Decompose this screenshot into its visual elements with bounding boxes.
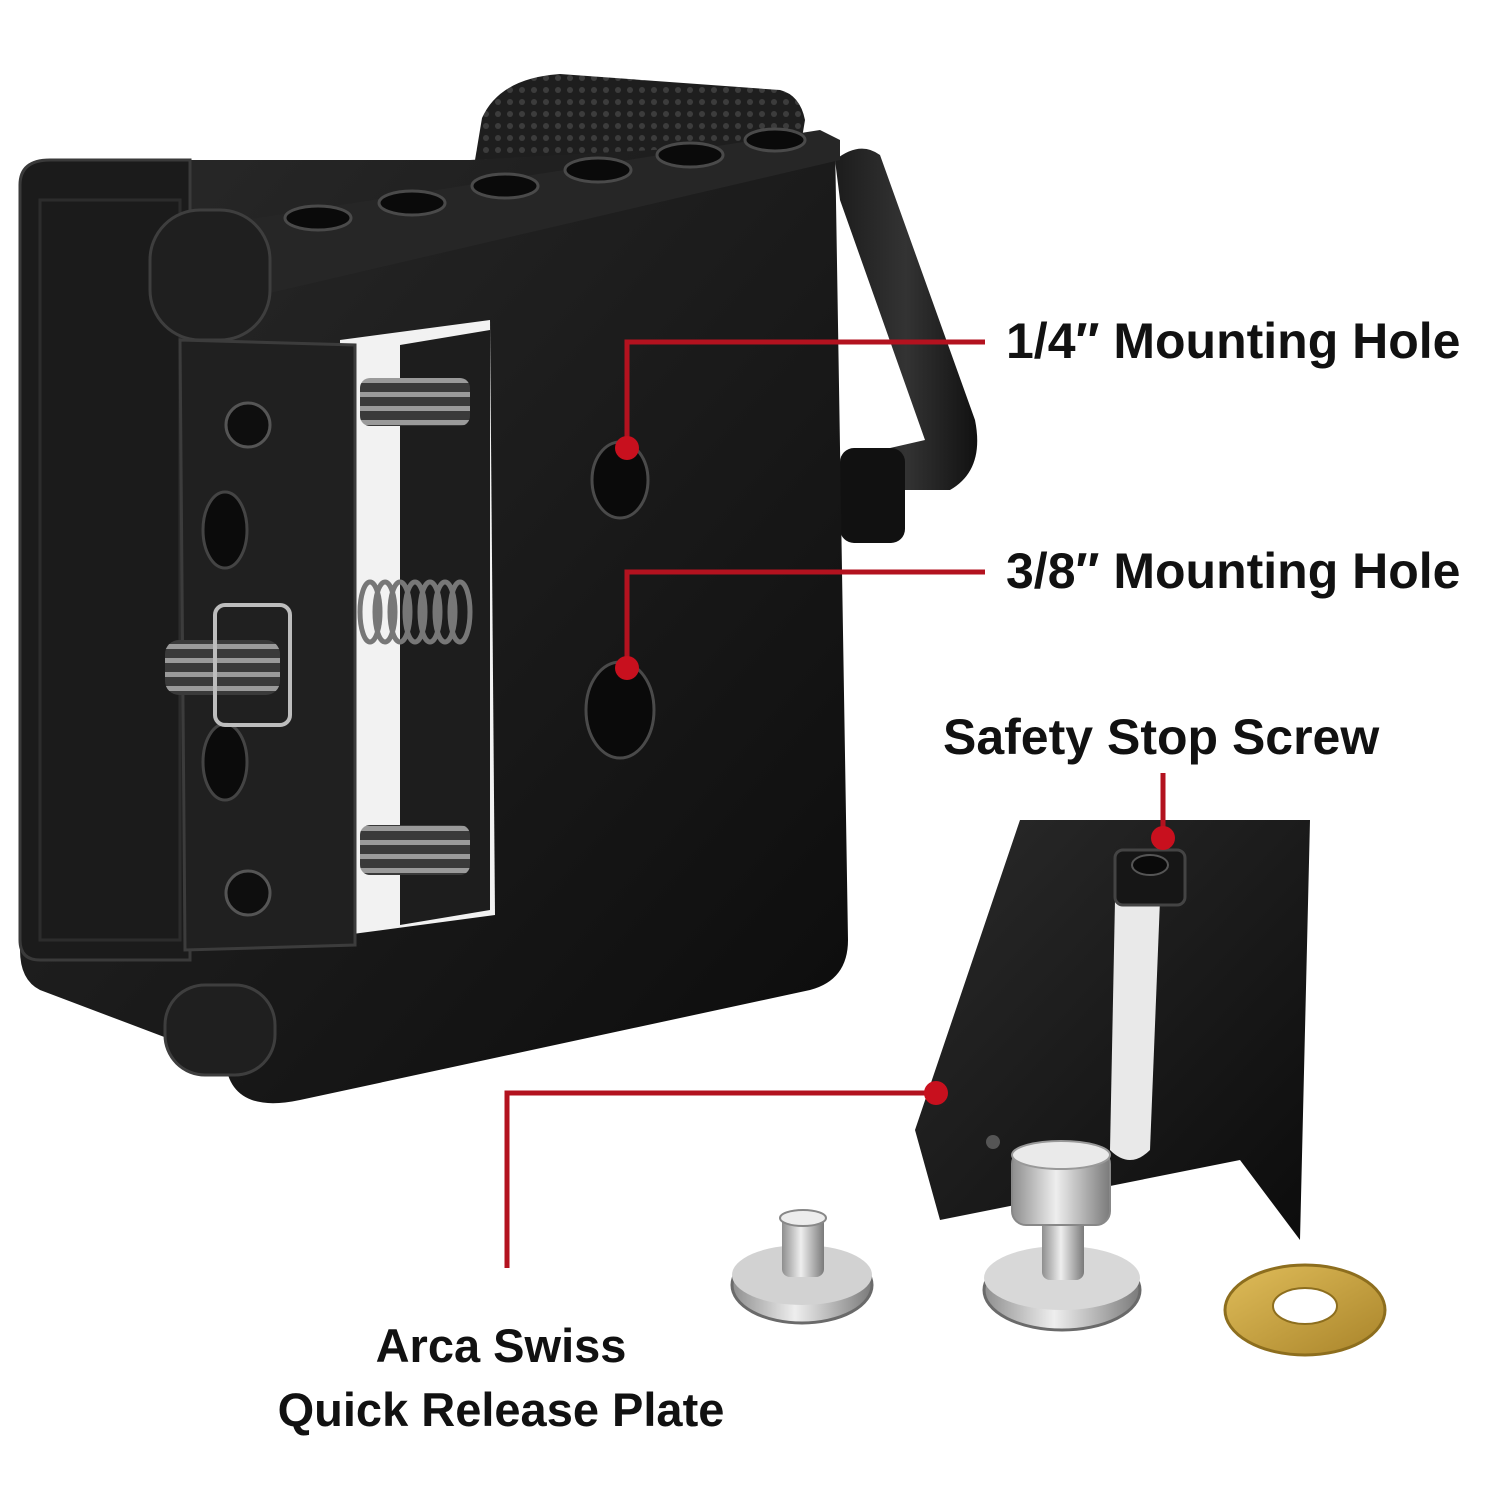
arca-label-line1: Arca Swiss	[375, 1319, 627, 1372]
hinge-knob-top	[148, 208, 272, 342]
arca-label-line2: Quick Release Plate	[277, 1383, 725, 1436]
center-screw	[165, 640, 280, 695]
lever-handle	[835, 148, 978, 491]
three-eighths-hole-label: 3/8″ Mounting Hole	[1006, 543, 1461, 599]
callout-dot-three8	[615, 656, 639, 680]
callout-lines	[504, 339, 1166, 1268]
camera-clamp	[18, 74, 978, 1104]
arca-plate-label: Arca Swiss Quick Release Plate	[246, 1314, 756, 1442]
callout-line-quarter	[624, 339, 985, 445]
callout-line-three8	[624, 569, 985, 665]
threaded-rod-bottom	[360, 825, 470, 875]
left-frame	[18, 158, 192, 962]
callout-dot-quarter	[615, 436, 639, 460]
top-rail	[180, 130, 840, 300]
rail-holes	[283, 127, 807, 232]
jaw-holes	[201, 401, 272, 917]
hinge-knob-bottom	[163, 983, 277, 1077]
callout-dot-arca	[924, 1081, 948, 1105]
quick-release-plate	[915, 820, 1310, 1240]
callout-line-arca	[504, 1090, 935, 1268]
mounting-screw-small	[730, 1209, 874, 1325]
spring	[357, 579, 473, 645]
threaded-rod-top	[360, 378, 470, 426]
brass-washer	[1223, 1263, 1387, 1357]
plate-slot	[1110, 900, 1160, 1160]
callout-dot-safety	[1151, 826, 1175, 850]
callout-dots	[615, 436, 1175, 1105]
mounting-screw-large	[982, 1140, 1142, 1332]
quarter-hole-label: 1/4″ Mounting Hole	[1006, 313, 1461, 369]
safety-stop-label: Safety Stop Screw	[943, 709, 1380, 765]
lever-pivot	[840, 448, 905, 543]
